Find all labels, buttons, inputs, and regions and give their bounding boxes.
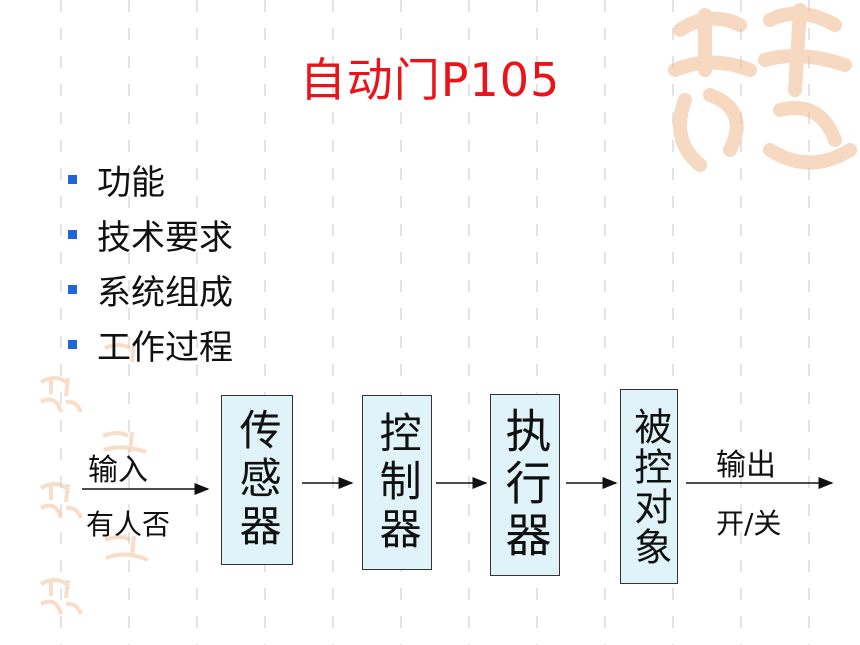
plant-block: 被控对象 bbox=[620, 389, 678, 584]
actuator-block: 执行器 bbox=[490, 394, 560, 576]
seal-watermark-icon bbox=[40, 578, 83, 615]
bullet-item: 技术要求 bbox=[68, 207, 233, 262]
seal-watermark-icon bbox=[40, 376, 83, 413]
bullet-item: 功能 bbox=[68, 152, 233, 207]
block-label: 控制器 bbox=[373, 410, 423, 555]
seal-watermark-icon bbox=[104, 535, 149, 562]
bullet-square-icon bbox=[68, 230, 77, 239]
seal-watermark-icon bbox=[104, 343, 136, 363]
controller-block: 控制器 bbox=[362, 395, 432, 570]
bullet-square-icon bbox=[68, 340, 77, 349]
bullet-square-icon bbox=[68, 285, 77, 294]
block-label: 被控对象 bbox=[627, 406, 672, 567]
sensor-block: 传感器 bbox=[221, 395, 293, 565]
bullet-item: 系统组成 bbox=[68, 262, 233, 317]
input-sublabel: 有人否 bbox=[86, 508, 171, 541]
seal-watermark-icon bbox=[102, 431, 147, 454]
input-label: 输入 bbox=[88, 453, 148, 488]
output-sublabel: 开/关 bbox=[716, 507, 782, 540]
block-label: 传感器 bbox=[233, 408, 283, 552]
seal-watermark-icon bbox=[40, 482, 83, 519]
bullet-list: 功能 技术要求 系统组成 工作过程 bbox=[68, 152, 233, 372]
seal-watermark-icon bbox=[668, 3, 857, 172]
output-label: 输出 bbox=[716, 448, 776, 483]
bullet-square-icon bbox=[68, 175, 77, 184]
slide-title: 自动门P105 bbox=[299, 53, 561, 107]
block-label: 执行器 bbox=[498, 407, 553, 563]
bullet-item: 工作过程 bbox=[68, 317, 233, 372]
